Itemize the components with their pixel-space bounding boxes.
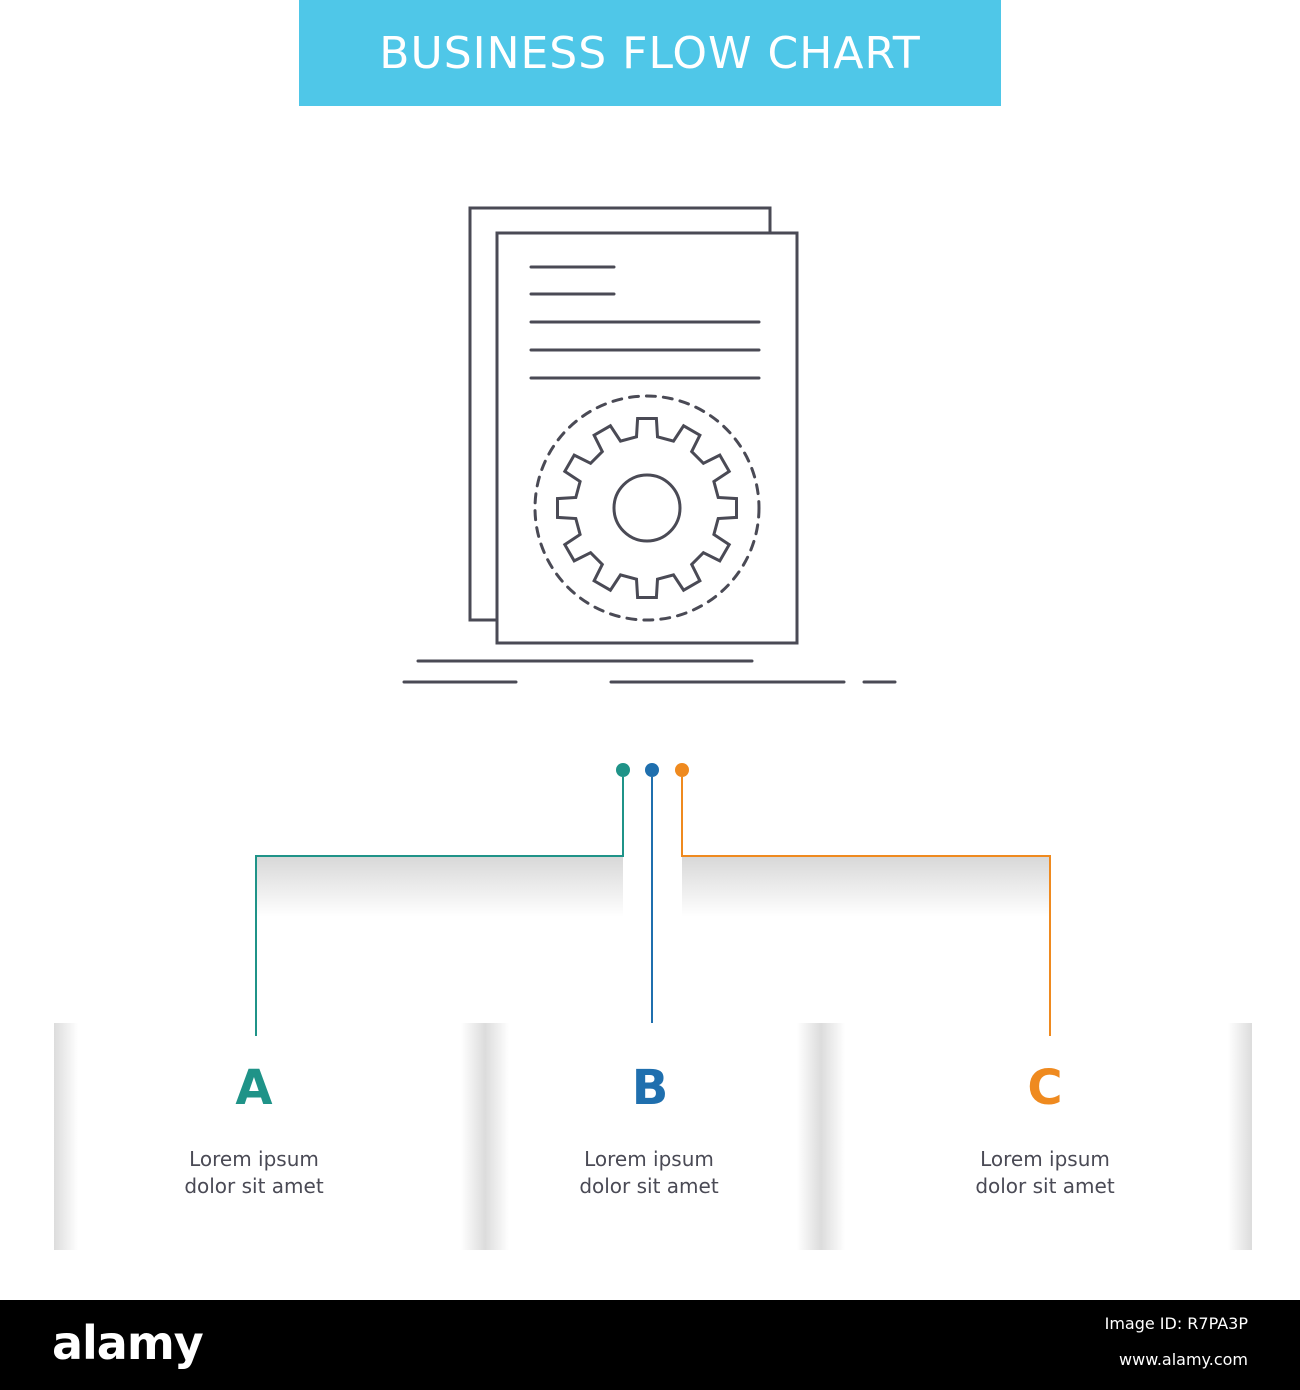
card-c-letter: C bbox=[1027, 1060, 1063, 1116]
card-dividers bbox=[54, 1023, 1252, 1250]
card-a-line1: Lorem ipsum bbox=[189, 1147, 319, 1171]
image-url: www.alamy.com bbox=[1119, 1350, 1248, 1369]
card-b-text: Lorem ipsum dolor sit amet bbox=[519, 1146, 779, 1200]
card-b-letter: B bbox=[631, 1060, 669, 1116]
settings-document-icon bbox=[402, 206, 897, 684]
connector-b bbox=[645, 763, 659, 1023]
card-c-text: Lorem ipsum dolor sit amet bbox=[915, 1146, 1175, 1200]
connector-a bbox=[255, 763, 630, 1036]
left-band-shadow bbox=[256, 857, 623, 917]
chart-title: BUSINESS FLOW CHART bbox=[379, 27, 921, 79]
card-b-line2: dolor sit amet bbox=[579, 1174, 719, 1198]
card-c-line1: Lorem ipsum bbox=[980, 1147, 1110, 1171]
card-c-line2: dolor sit amet bbox=[975, 1174, 1115, 1198]
right-band-shadow bbox=[682, 857, 1050, 917]
image-id: Image ID: R7PA3P bbox=[1104, 1314, 1248, 1333]
footer-bar: alamy Image ID: R7PA3P www.alamy.com bbox=[0, 1300, 1300, 1390]
brand-logo: alamy bbox=[52, 1316, 204, 1370]
card-a-letter: A bbox=[235, 1060, 273, 1116]
title-banner: BUSINESS FLOW CHART bbox=[299, 0, 1001, 106]
card-a-line2: dolor sit amet bbox=[184, 1174, 324, 1198]
card-a-text: Lorem ipsum dolor sit amet bbox=[124, 1146, 384, 1200]
connector-c bbox=[675, 763, 1051, 1036]
flow-diagram bbox=[54, 206, 1252, 1250]
card-b-line1: Lorem ipsum bbox=[584, 1147, 714, 1171]
